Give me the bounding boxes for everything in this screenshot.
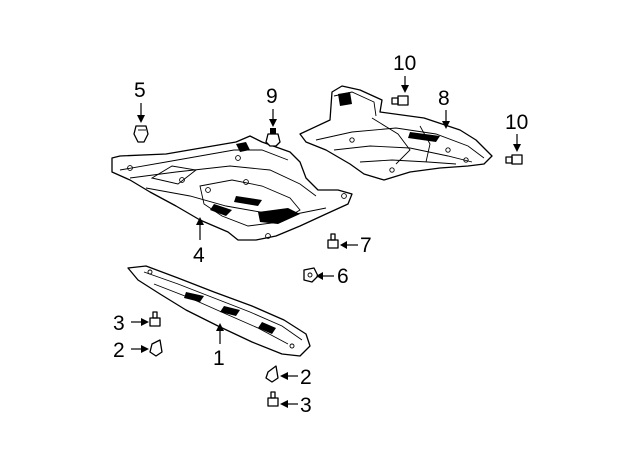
engine-under-cover-part-4 bbox=[111, 135, 353, 241]
clip-part-2-right bbox=[265, 365, 279, 383]
callout-1: 1 bbox=[213, 347, 225, 370]
bolt-part-7 bbox=[327, 233, 339, 249]
arrow-7 bbox=[340, 241, 358, 249]
arrow-10-right bbox=[513, 134, 521, 152]
arrow-9 bbox=[269, 109, 277, 127]
callout-4: 4 bbox=[193, 244, 205, 267]
clip-part-2-left bbox=[149, 339, 163, 357]
arrow-10-upper bbox=[401, 76, 409, 93]
arrow-5 bbox=[137, 103, 145, 123]
callout-10-right: 10 bbox=[505, 111, 528, 134]
bolt-part-3-left bbox=[149, 311, 161, 327]
arrow-4 bbox=[196, 217, 204, 240]
arrow-3-left bbox=[131, 318, 149, 326]
rear-under-cover-part-8 bbox=[299, 85, 493, 181]
callout-10-upper: 10 bbox=[393, 52, 416, 75]
clip-part-6 bbox=[303, 267, 319, 283]
arrow-8 bbox=[442, 110, 450, 129]
arrow-6 bbox=[316, 272, 334, 280]
arrow-2-left bbox=[131, 345, 149, 353]
clip-part-5 bbox=[133, 125, 149, 143]
callout-2-right: 2 bbox=[300, 366, 312, 389]
arrow-2-right bbox=[280, 372, 298, 380]
bolt-part-10-right bbox=[505, 154, 523, 165]
callout-7: 7 bbox=[360, 234, 372, 257]
clip-part-9 bbox=[265, 128, 281, 147]
bolt-part-3-right bbox=[267, 391, 279, 407]
callout-8: 8 bbox=[438, 87, 450, 110]
side-under-cover-part-1 bbox=[127, 265, 311, 357]
callout-3-right: 3 bbox=[300, 394, 312, 417]
callout-2-left: 2 bbox=[113, 339, 125, 362]
callout-6: 6 bbox=[337, 265, 349, 288]
callout-3-left: 3 bbox=[113, 312, 125, 335]
bolt-part-10-upper bbox=[391, 95, 409, 106]
arrow-3-right bbox=[280, 400, 298, 408]
callout-9: 9 bbox=[266, 85, 278, 108]
arrow-1 bbox=[216, 323, 224, 344]
callout-5: 5 bbox=[134, 79, 146, 102]
